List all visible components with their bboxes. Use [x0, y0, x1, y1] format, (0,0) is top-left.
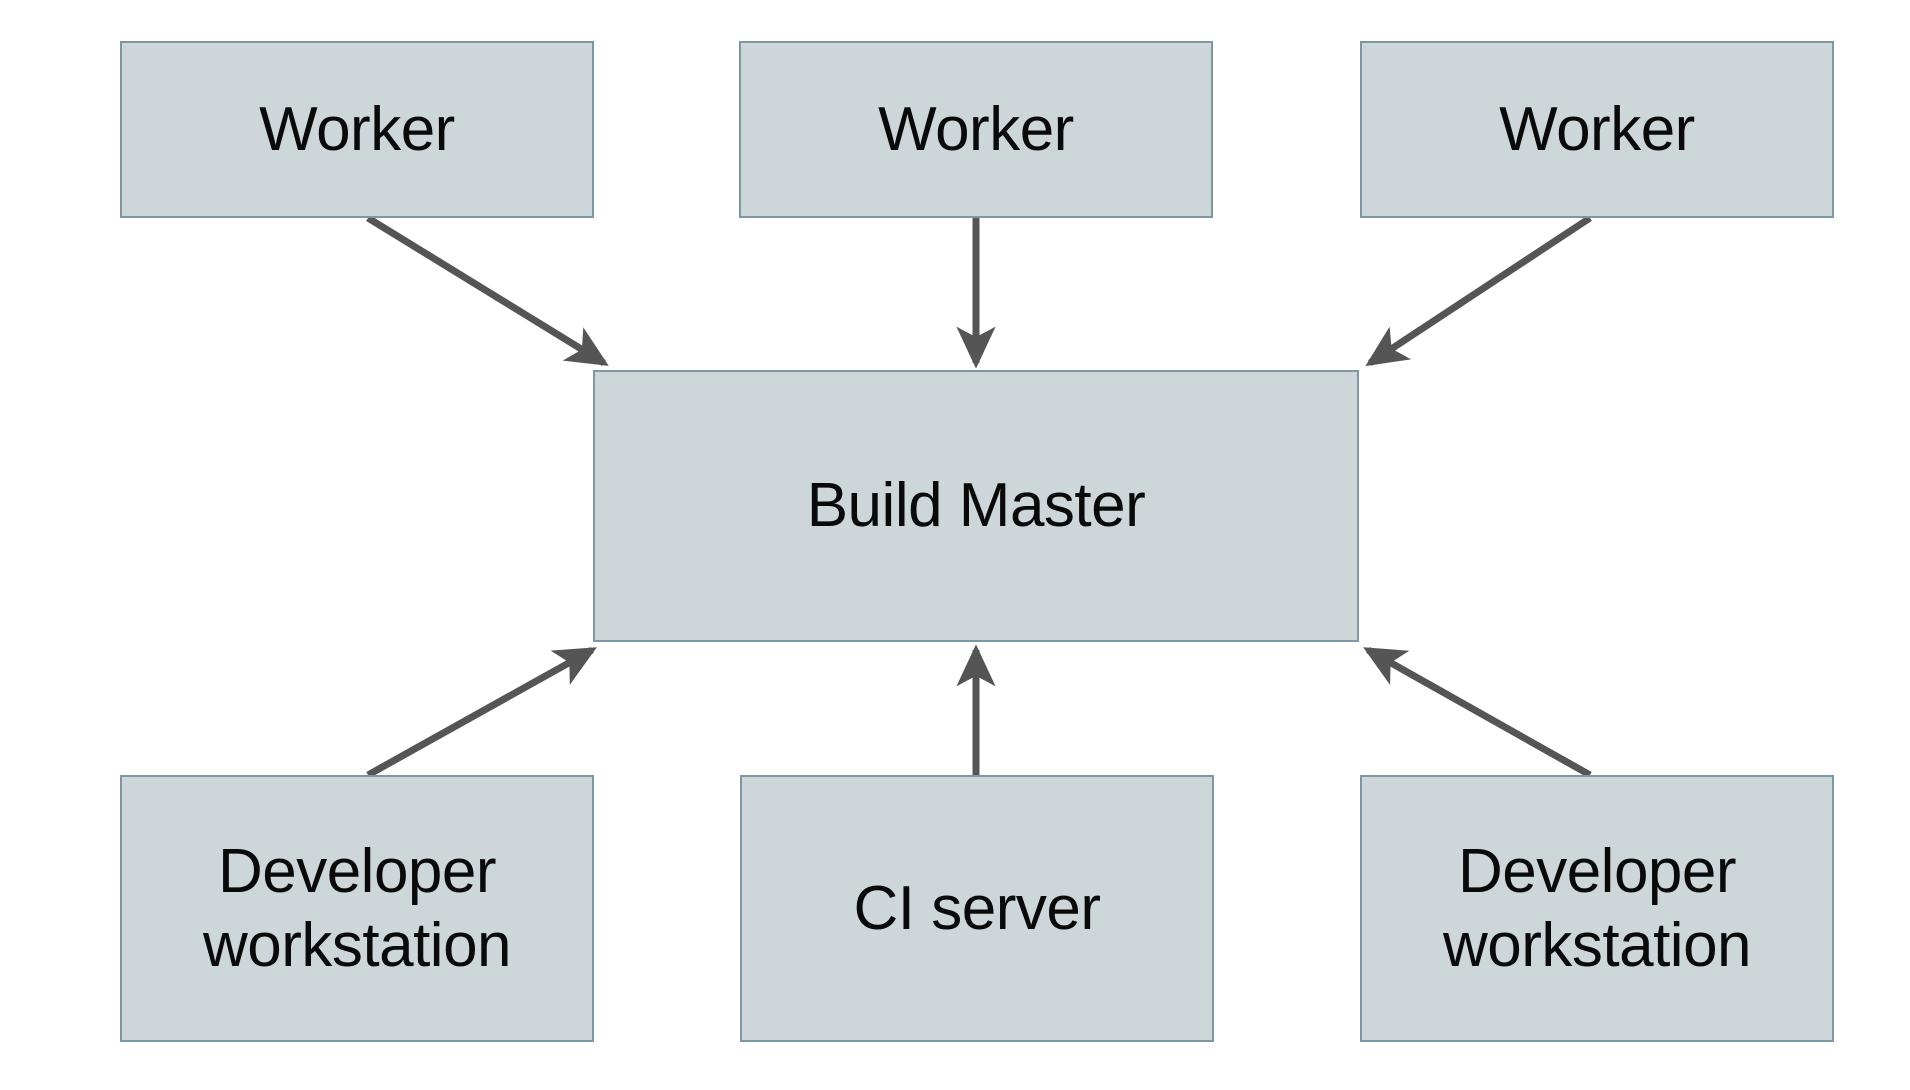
node-label: Worker [1499, 94, 1695, 164]
edge-dev-right-to-build-master [1363, 646, 1592, 779]
node-build-master[interactable]: Build Master [593, 370, 1359, 642]
node-label: Worker [878, 94, 1074, 164]
node-developer-workstation-right[interactable]: Developer workstation [1360, 775, 1834, 1042]
node-label: Developer workstation [1442, 837, 1752, 980]
node-label: Developer workstation [202, 837, 512, 980]
node-developer-workstation-left[interactable]: Developer workstation [120, 775, 594, 1042]
node-worker-right[interactable]: Worker [1360, 41, 1834, 218]
edge-worker-left-to-build-master [366, 215, 609, 366]
node-ci-server[interactable]: CI server [740, 775, 1214, 1042]
node-label: CI server [853, 873, 1101, 943]
edge-worker-right-to-build-master [1365, 215, 1592, 367]
node-worker-center[interactable]: Worker [739, 41, 1213, 218]
node-label: Build Master [806, 471, 1146, 541]
edge-dev-left-to-build-master [366, 646, 597, 779]
edge-group [366, 215, 1592, 779]
node-label: Worker [259, 94, 455, 164]
node-worker-left[interactable]: Worker [120, 41, 594, 218]
